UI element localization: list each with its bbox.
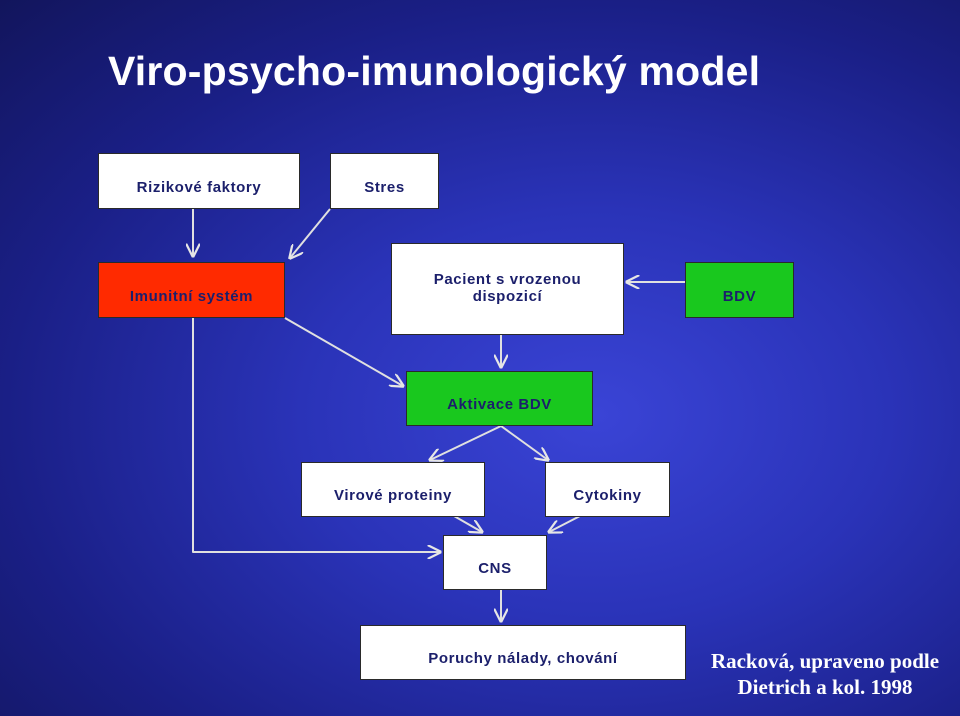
box-poruchy-label: Poruchy nálady, chování bbox=[428, 650, 618, 667]
connector-stres-pacient bbox=[290, 208, 331, 258]
citation-line-1: Racková, upraveno podle bbox=[710, 649, 940, 673]
connector-imunitni-cns bbox=[192, 318, 440, 552]
citation-line-2: Dietrich a kol. 1998 bbox=[737, 675, 913, 699]
slide-title: Viro-psycho-imunologický model bbox=[108, 48, 761, 94]
box-bdv: BDV bbox=[685, 262, 794, 318]
citation: Racková, upraveno podle Dietrich a kol. … bbox=[680, 648, 960, 700]
box-pacient: Pacient s vrozenou dispozicí bbox=[391, 243, 624, 335]
box-stres: Stres bbox=[330, 153, 439, 209]
box-stres-label: Stres bbox=[364, 179, 405, 196]
connector-imunitni-aktivace bbox=[284, 317, 403, 386]
box-cytokiny: Cytokiny bbox=[545, 462, 670, 517]
connector-aktivace-cytokiny bbox=[500, 425, 548, 460]
connector-aktivace-virove bbox=[430, 425, 502, 460]
box-virove-proteiny-label: Virové proteiny bbox=[334, 487, 452, 504]
box-poruchy: Poruchy nálady, chování bbox=[360, 625, 686, 680]
connector-virove-cns bbox=[453, 515, 482, 532]
box-pacient-label: Pacient s vrozenou dispozicí bbox=[433, 271, 582, 305]
box-cns: CNS bbox=[443, 535, 547, 590]
box-bdv-label: BDV bbox=[722, 288, 757, 305]
box-cns-label: CNS bbox=[478, 560, 512, 577]
box-rizikove-faktory: Rizikové faktory bbox=[98, 153, 300, 209]
box-cytokiny-label: Cytokiny bbox=[573, 487, 642, 504]
box-aktivace-bdv: Aktivace BDV bbox=[406, 371, 593, 426]
box-aktivace-bdv-label: Aktivace BDV bbox=[447, 396, 552, 413]
box-rizikove-faktory-label: Rizikové faktory bbox=[136, 179, 262, 196]
box-imunitni-system: Imunitní systém bbox=[98, 262, 285, 318]
box-imunitni-system-label: Imunitní systém bbox=[129, 288, 254, 305]
connector-cytokiny-cns bbox=[549, 515, 581, 532]
box-virove-proteiny: Virové proteiny bbox=[301, 462, 485, 517]
